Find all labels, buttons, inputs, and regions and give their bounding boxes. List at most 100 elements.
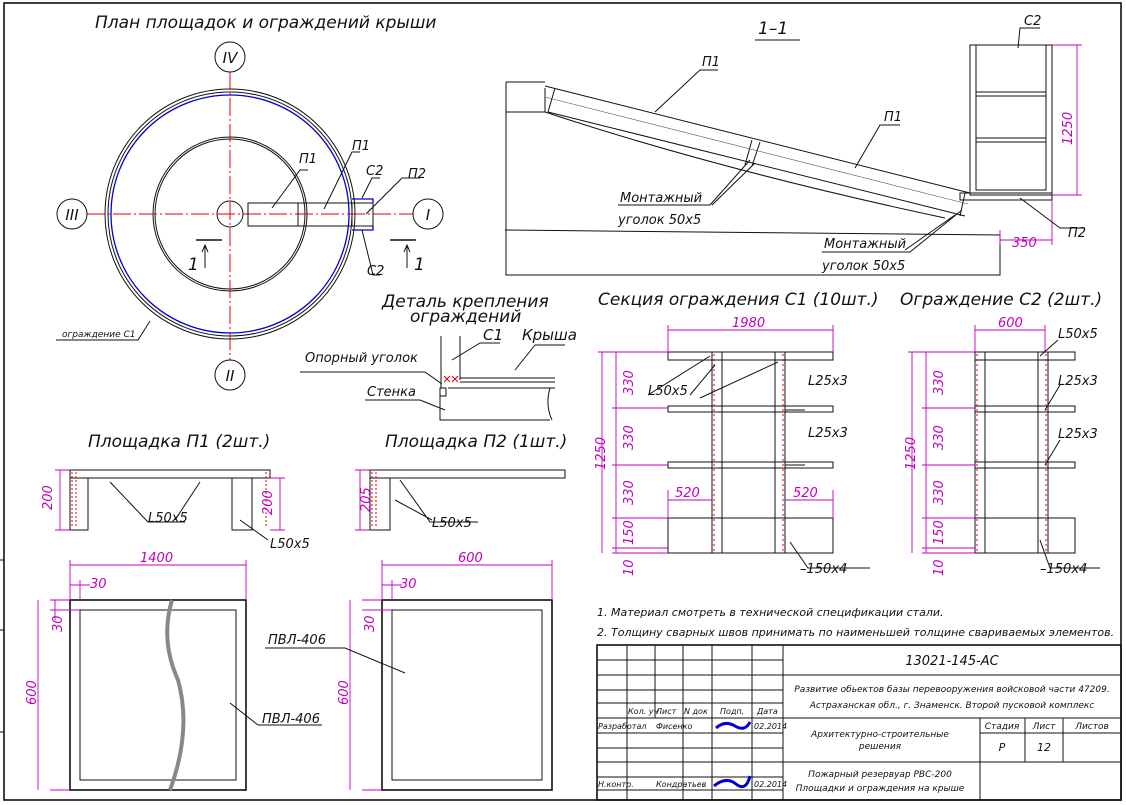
norm-control-date: 02.2014 <box>754 780 787 789</box>
header-signature: Подп. <box>720 707 744 716</box>
dimension-label: 330 <box>622 370 637 395</box>
title-block: 13021-145-АС Развитие обьектов базы пере… <box>596 644 1122 801</box>
label-rail: L25х3 <box>808 426 848 441</box>
p2-title: Площадка П2 (1шт.) <box>385 432 567 452</box>
dimension-label: 330 <box>622 480 637 505</box>
section-name: Архитектурно-строительные <box>810 730 949 740</box>
platform-p1-slope <box>544 85 971 217</box>
fence-c2-elevation <box>959 44 1053 201</box>
label-rail: L25х3 <box>808 374 848 389</box>
label-c1: С1 <box>483 326 503 344</box>
dimension-label: 10 <box>622 559 637 576</box>
dimension-label: 150 <box>932 520 947 545</box>
header-list: Лист <box>655 707 677 716</box>
plan-title: План площадок и ограждений крыши <box>95 13 436 33</box>
dimension-label: 330 <box>932 425 947 450</box>
dimension-label: 205 <box>359 487 374 512</box>
axis-label: IV <box>223 49 239 67</box>
dimension-label: 1250 <box>594 437 609 470</box>
drawing-name: Площадки и ограждения на крыше <box>796 784 965 794</box>
label-c2: С2 <box>1024 14 1041 29</box>
label-plate: –150х4 <box>1040 562 1087 577</box>
plan-leaders <box>56 151 420 341</box>
developer-date: 02.2014 <box>754 722 787 731</box>
label-angle: L50х5 <box>648 384 688 399</box>
sheet-value: 12 <box>1037 741 1051 754</box>
label-wall: Стенка <box>367 385 416 400</box>
label-mount-angle: уголок 50х5 <box>617 213 701 228</box>
axis-marker-i: I <box>412 198 444 230</box>
norm-control-name: Кондратьев <box>656 780 707 789</box>
dimension-label: 600 <box>25 680 40 705</box>
axis-label: III <box>65 206 79 224</box>
header-stage: Стадия <box>985 722 1020 732</box>
section-1-1: 1–1 1250 350 П1 П1 С2 П2 Монтажный уголо… <box>504 14 1086 276</box>
axis-marker-iv: IV <box>214 41 246 73</box>
dimension-label: 200 <box>261 490 276 515</box>
dimension-label: 520 <box>675 486 700 501</box>
stage-value: Р <box>999 741 1006 754</box>
tank-wall-outline <box>504 81 1001 276</box>
drawing-name: Пожарный резервуар РВС-200 <box>808 770 952 780</box>
platform-p2-drawing: Площадка П2 (1шт.) 205 L50х5 600 30 30 6… <box>265 432 567 791</box>
dimension-label: 520 <box>793 486 818 501</box>
signature-norm-control <box>713 775 752 789</box>
section-mark-right: 1 <box>390 239 425 275</box>
label-roof: Крыша <box>522 326 577 344</box>
signature-developer <box>715 721 752 730</box>
label-rail: L25х3 <box>1058 427 1098 442</box>
section-leaders <box>618 27 1085 253</box>
label-c2: С2 <box>367 264 384 279</box>
dimension-label: 30 <box>400 577 417 592</box>
c1-title: Секция ограждения С1 (10шт.) <box>598 290 879 310</box>
dimension-label: 30 <box>51 615 66 632</box>
platform-plan-hatched <box>247 198 374 231</box>
margin-ticks <box>0 559 4 733</box>
note-2: 2. Толщину сварных швов принимать по наи… <box>597 626 1114 639</box>
header-sheet: Лист <box>1032 722 1057 732</box>
label-mesh: ПВЛ-406 <box>268 633 326 648</box>
dimension-label: 330 <box>622 425 637 450</box>
label-support-angle: Опорный уголок <box>305 351 418 366</box>
label-mount-angle: уголок 50х5 <box>821 259 905 274</box>
dimension-label: 330 <box>932 480 947 505</box>
dimension-label: 200 <box>41 485 56 510</box>
note-1: 1. Материал смотреть в технической специ… <box>597 606 944 619</box>
label-p1: П1 <box>702 55 720 70</box>
label-p1: П1 <box>884 110 902 125</box>
label-p1: П1 <box>299 152 317 167</box>
dimension-label: 1250 <box>904 437 919 470</box>
label-mesh: ПВЛ-406 <box>262 712 320 727</box>
label-p1: П1 <box>352 139 370 154</box>
developer-name: Фисенко <box>656 722 692 731</box>
document-number: 13021-145-АС <box>905 654 999 669</box>
label-mount-angle: Монтажный <box>620 191 702 206</box>
sheet-frame <box>3 2 1122 801</box>
section-mark-left: 1 <box>188 239 222 275</box>
dimension-label: 1400 <box>140 551 173 566</box>
axis-label: I <box>426 206 431 224</box>
dimension-label: 10 <box>932 559 947 576</box>
header-date: Дата <box>756 707 778 716</box>
dimension-label: 1980 <box>732 316 765 331</box>
detail-title: Деталь крепления <box>381 292 549 312</box>
dimension-label: 150 <box>622 520 637 545</box>
project-location: Астраханская обл., г. Знаменск. Второй п… <box>809 701 1095 711</box>
axis-marker-ii: II <box>214 359 246 391</box>
role-norm-control: Н.контр. <box>598 780 634 789</box>
section-number: 1 <box>188 255 199 275</box>
header-kol-uch: Кол. уч <box>628 707 659 716</box>
section-number: 1 <box>414 255 425 275</box>
fence-fixing-detail: Деталь крепления ограждений С1 Крыша Опо… <box>300 292 577 421</box>
project-name: Развитие обьектов базы перевооружения во… <box>794 685 1109 695</box>
dimension-label: 330 <box>932 370 947 395</box>
detail-title: ограждений <box>410 307 521 327</box>
dimension-label: 1250 <box>1061 112 1076 145</box>
label-fence-c1: ограждение С1 <box>62 330 135 340</box>
platform-p1-drawing: Площадка П1 (2шт.) 200 200 L50х5 L50х5 1… <box>25 432 322 791</box>
section-name: решения <box>858 742 902 752</box>
dimension-label: 600 <box>998 316 1023 331</box>
label-c2: С2 <box>366 164 383 179</box>
section-title: 1–1 <box>758 19 788 39</box>
dimension-label: 600 <box>337 680 352 705</box>
